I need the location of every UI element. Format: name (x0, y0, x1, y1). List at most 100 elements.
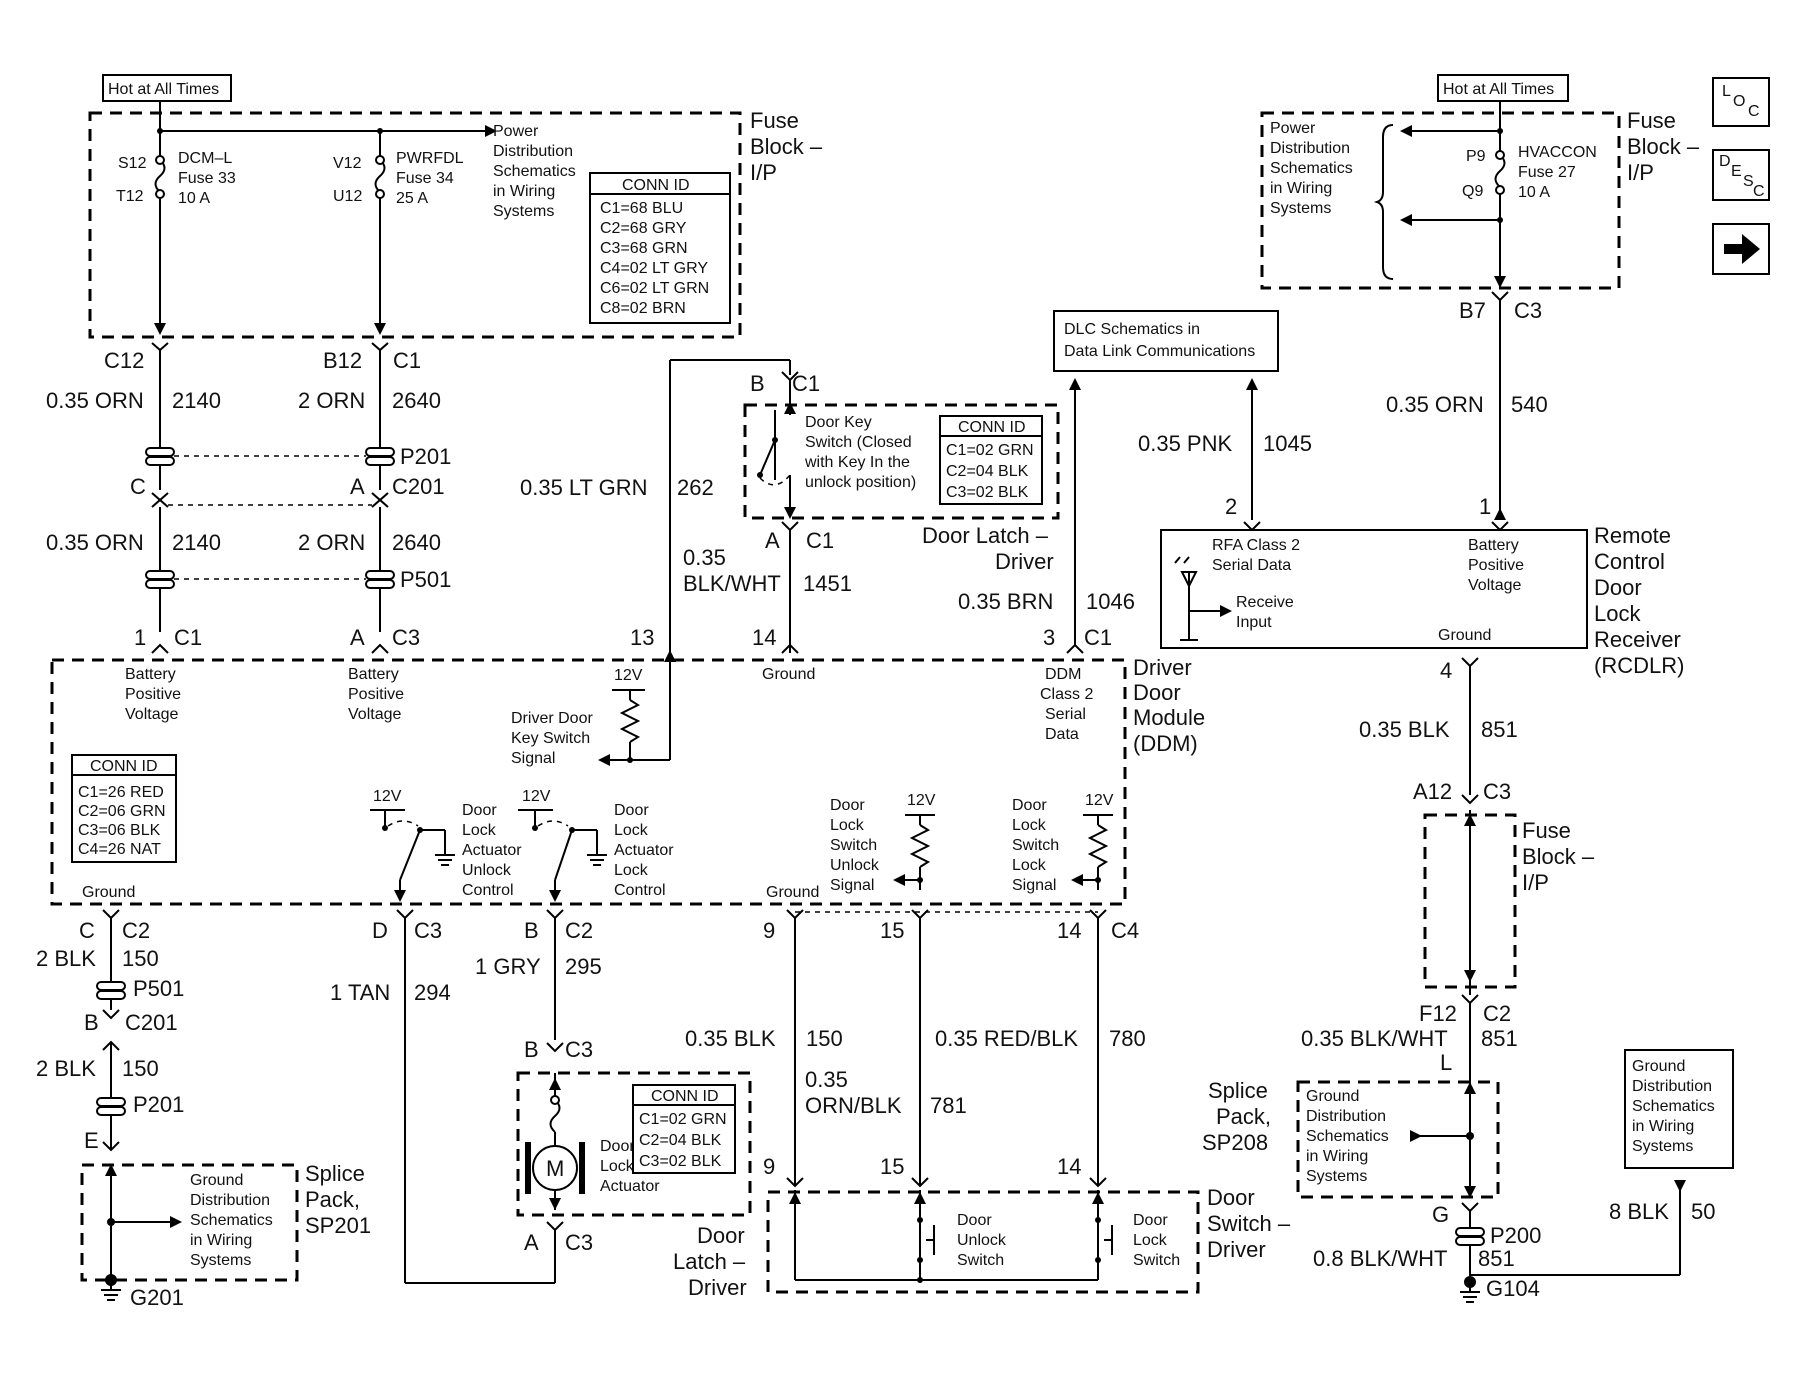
rcdlr-label: Remote Control Door Lock Receiver (RCDLR… (1594, 523, 1684, 678)
svg-text:Lock: Lock (1012, 857, 1047, 874)
splice-p201-top: P201 (145, 444, 451, 469)
svg-text:Splice: Splice (1208, 1078, 1268, 1103)
svg-text:DCM–L: DCM–L (178, 150, 232, 167)
svg-text:14: 14 (1057, 1154, 1081, 1179)
svg-text:1046: 1046 (1086, 589, 1135, 614)
svg-text:Voltage: Voltage (125, 706, 178, 723)
wire-780: 0.35 RED/BLK 780 (935, 1026, 1146, 1051)
svg-text:Power: Power (1270, 120, 1316, 137)
svg-text:2 BLK: 2 BLK (36, 946, 96, 971)
svg-text:in Wiring: in Wiring (1632, 1118, 1694, 1135)
fuse-block-top-box (88, 111, 742, 339)
door-switch-box (766, 1190, 1200, 1294)
loc-button[interactable]: L O C (1712, 77, 1770, 127)
svg-text:Module: Module (1133, 705, 1205, 730)
svg-text:0.35 BLK: 0.35 BLK (1359, 717, 1450, 742)
svg-text:C3: C3 (392, 625, 420, 650)
svg-text:Serial Data: Serial Data (1212, 557, 1291, 574)
svg-text:A: A (765, 528, 780, 553)
splice-p501-top: P501 (145, 567, 451, 592)
svg-text:C12: C12 (104, 348, 144, 373)
rcdlr-box (1160, 529, 1588, 649)
svg-text:Splice: Splice (305, 1161, 365, 1186)
svg-text:CONN ID: CONN ID (90, 758, 158, 775)
svg-text:in Wiring: in Wiring (1270, 180, 1332, 197)
svg-text:15: 15 (880, 1154, 904, 1179)
svg-text:G: G (1432, 1202, 1449, 1227)
bus-arrow-right (485, 125, 497, 137)
svg-text:Distribution: Distribution (1632, 1078, 1712, 1095)
rcdlr-rfa-serial: RFA Class 2 Serial Data (1212, 537, 1300, 574)
wire-150-c: 0.35 BLK 150 (685, 1026, 843, 1051)
fuse-dcm-l: S12 T12 DCM–L Fuse 33 10 A (116, 131, 236, 335)
svg-text:Door: Door (1012, 797, 1047, 814)
svg-text:C201: C201 (125, 1010, 178, 1035)
svg-text:C2=04 BLK: C2=04 BLK (639, 1132, 722, 1149)
svg-text:Fuse: Fuse (750, 108, 799, 133)
svg-text:Block –: Block – (1627, 134, 1700, 159)
svg-text:Door: Door (1594, 575, 1642, 600)
svg-text:0.35 ORN: 0.35 ORN (1386, 392, 1484, 417)
svg-text:Door: Door (600, 1138, 635, 1155)
svg-text:L: L (1722, 83, 1731, 100)
ddm-box (50, 658, 1127, 906)
svg-text:1: 1 (134, 625, 146, 650)
wire-294: 1 TAN 294 (330, 980, 451, 1005)
desc-button[interactable]: D E S C (1712, 149, 1770, 201)
fuse-pwrfdl: V12 U12 PWRFDL Fuse 34 25 A (333, 131, 464, 335)
svg-text:C2: C2 (1483, 1001, 1511, 1026)
svg-text:8 BLK: 8 BLK (1609, 1199, 1669, 1224)
conn-id-fuse-block: CONN ID C1=68 BLU C2=68 GRY C3=68 GRN C4… (589, 172, 731, 324)
arrow-right-icon (1724, 234, 1760, 264)
wire-150-a: 2 BLK 150 (36, 946, 159, 971)
svg-text:B: B (524, 918, 539, 943)
power-distribution-ref-left: Power Distribution Schematics in Wiring … (493, 123, 576, 220)
svg-text:B: B (750, 371, 765, 396)
svg-text:S: S (1743, 173, 1754, 190)
svg-text:2 ORN: 2 ORN (298, 388, 365, 413)
svg-text:851: 851 (1478, 1246, 1515, 1271)
svg-text:Battery: Battery (1468, 537, 1519, 554)
connector-ddm-c1-c3: 1 C1 A C3 (134, 625, 420, 654)
next-arrow-button[interactable] (1712, 223, 1770, 275)
svg-text:Door: Door (462, 802, 497, 819)
svg-text:Lock: Lock (614, 822, 649, 839)
wire-2640-a: 2 ORN 2640 (298, 388, 441, 413)
svg-text:Schematics: Schematics (1306, 1128, 1389, 1145)
svg-text:2640: 2640 (392, 530, 441, 555)
ground-distribution-ref-right: Ground Distribution Schematics in Wiring… (1624, 1049, 1734, 1169)
svg-text:Schematics: Schematics (1632, 1098, 1715, 1115)
svg-text:2640: 2640 (392, 388, 441, 413)
wire-295: 1 GRY 295 (475, 954, 602, 979)
svg-text:C8=02 BRN: C8=02 BRN (600, 300, 686, 317)
connector-b-c2: B C2 (524, 909, 593, 943)
power-distribution-ref-right: Power Distribution Schematics in Wiring … (1270, 120, 1394, 280)
svg-text:2140: 2140 (172, 530, 221, 555)
svg-text:Switch: Switch (830, 837, 877, 854)
ddm-ground-left: Ground (82, 884, 135, 901)
svg-text:1 TAN: 1 TAN (330, 980, 390, 1005)
svg-text:Door: Door (614, 802, 649, 819)
svg-text:Systems: Systems (190, 1252, 251, 1269)
svg-text:P9: P9 (1466, 148, 1486, 165)
connector-d-c3: D C3 (372, 909, 442, 943)
ddm-batt-1: Battery Positive Voltage (125, 666, 181, 723)
svg-text:Ground: Ground (1632, 1058, 1685, 1075)
antenna-icon (1174, 556, 1232, 641)
connector-c-c2: C C2 (79, 909, 150, 943)
svg-text:0.35 LT GRN: 0.35 LT GRN (520, 475, 648, 500)
hot-at-all-times-text-left: Hot at All Times (108, 81, 219, 98)
svg-text:C3: C3 (414, 918, 442, 943)
svg-text:Remote: Remote (1594, 523, 1671, 548)
wire-781: 0.35 ORN/BLK 781 (805, 1067, 967, 1118)
svg-text:Driver: Driver (1133, 655, 1192, 680)
svg-text:Control: Control (614, 882, 666, 899)
lock-control-relay: 12V Door Lock Actuator Lock Control (518, 788, 674, 902)
svg-text:PWRFDL: PWRFDL (396, 150, 464, 167)
svg-text:Schematics: Schematics (493, 163, 576, 180)
svg-text:Latch –: Latch – (673, 1249, 746, 1274)
svg-text:0.35: 0.35 (683, 545, 726, 570)
ground-g104: G104 (1460, 1276, 1540, 1303)
svg-text:Control: Control (462, 882, 514, 899)
